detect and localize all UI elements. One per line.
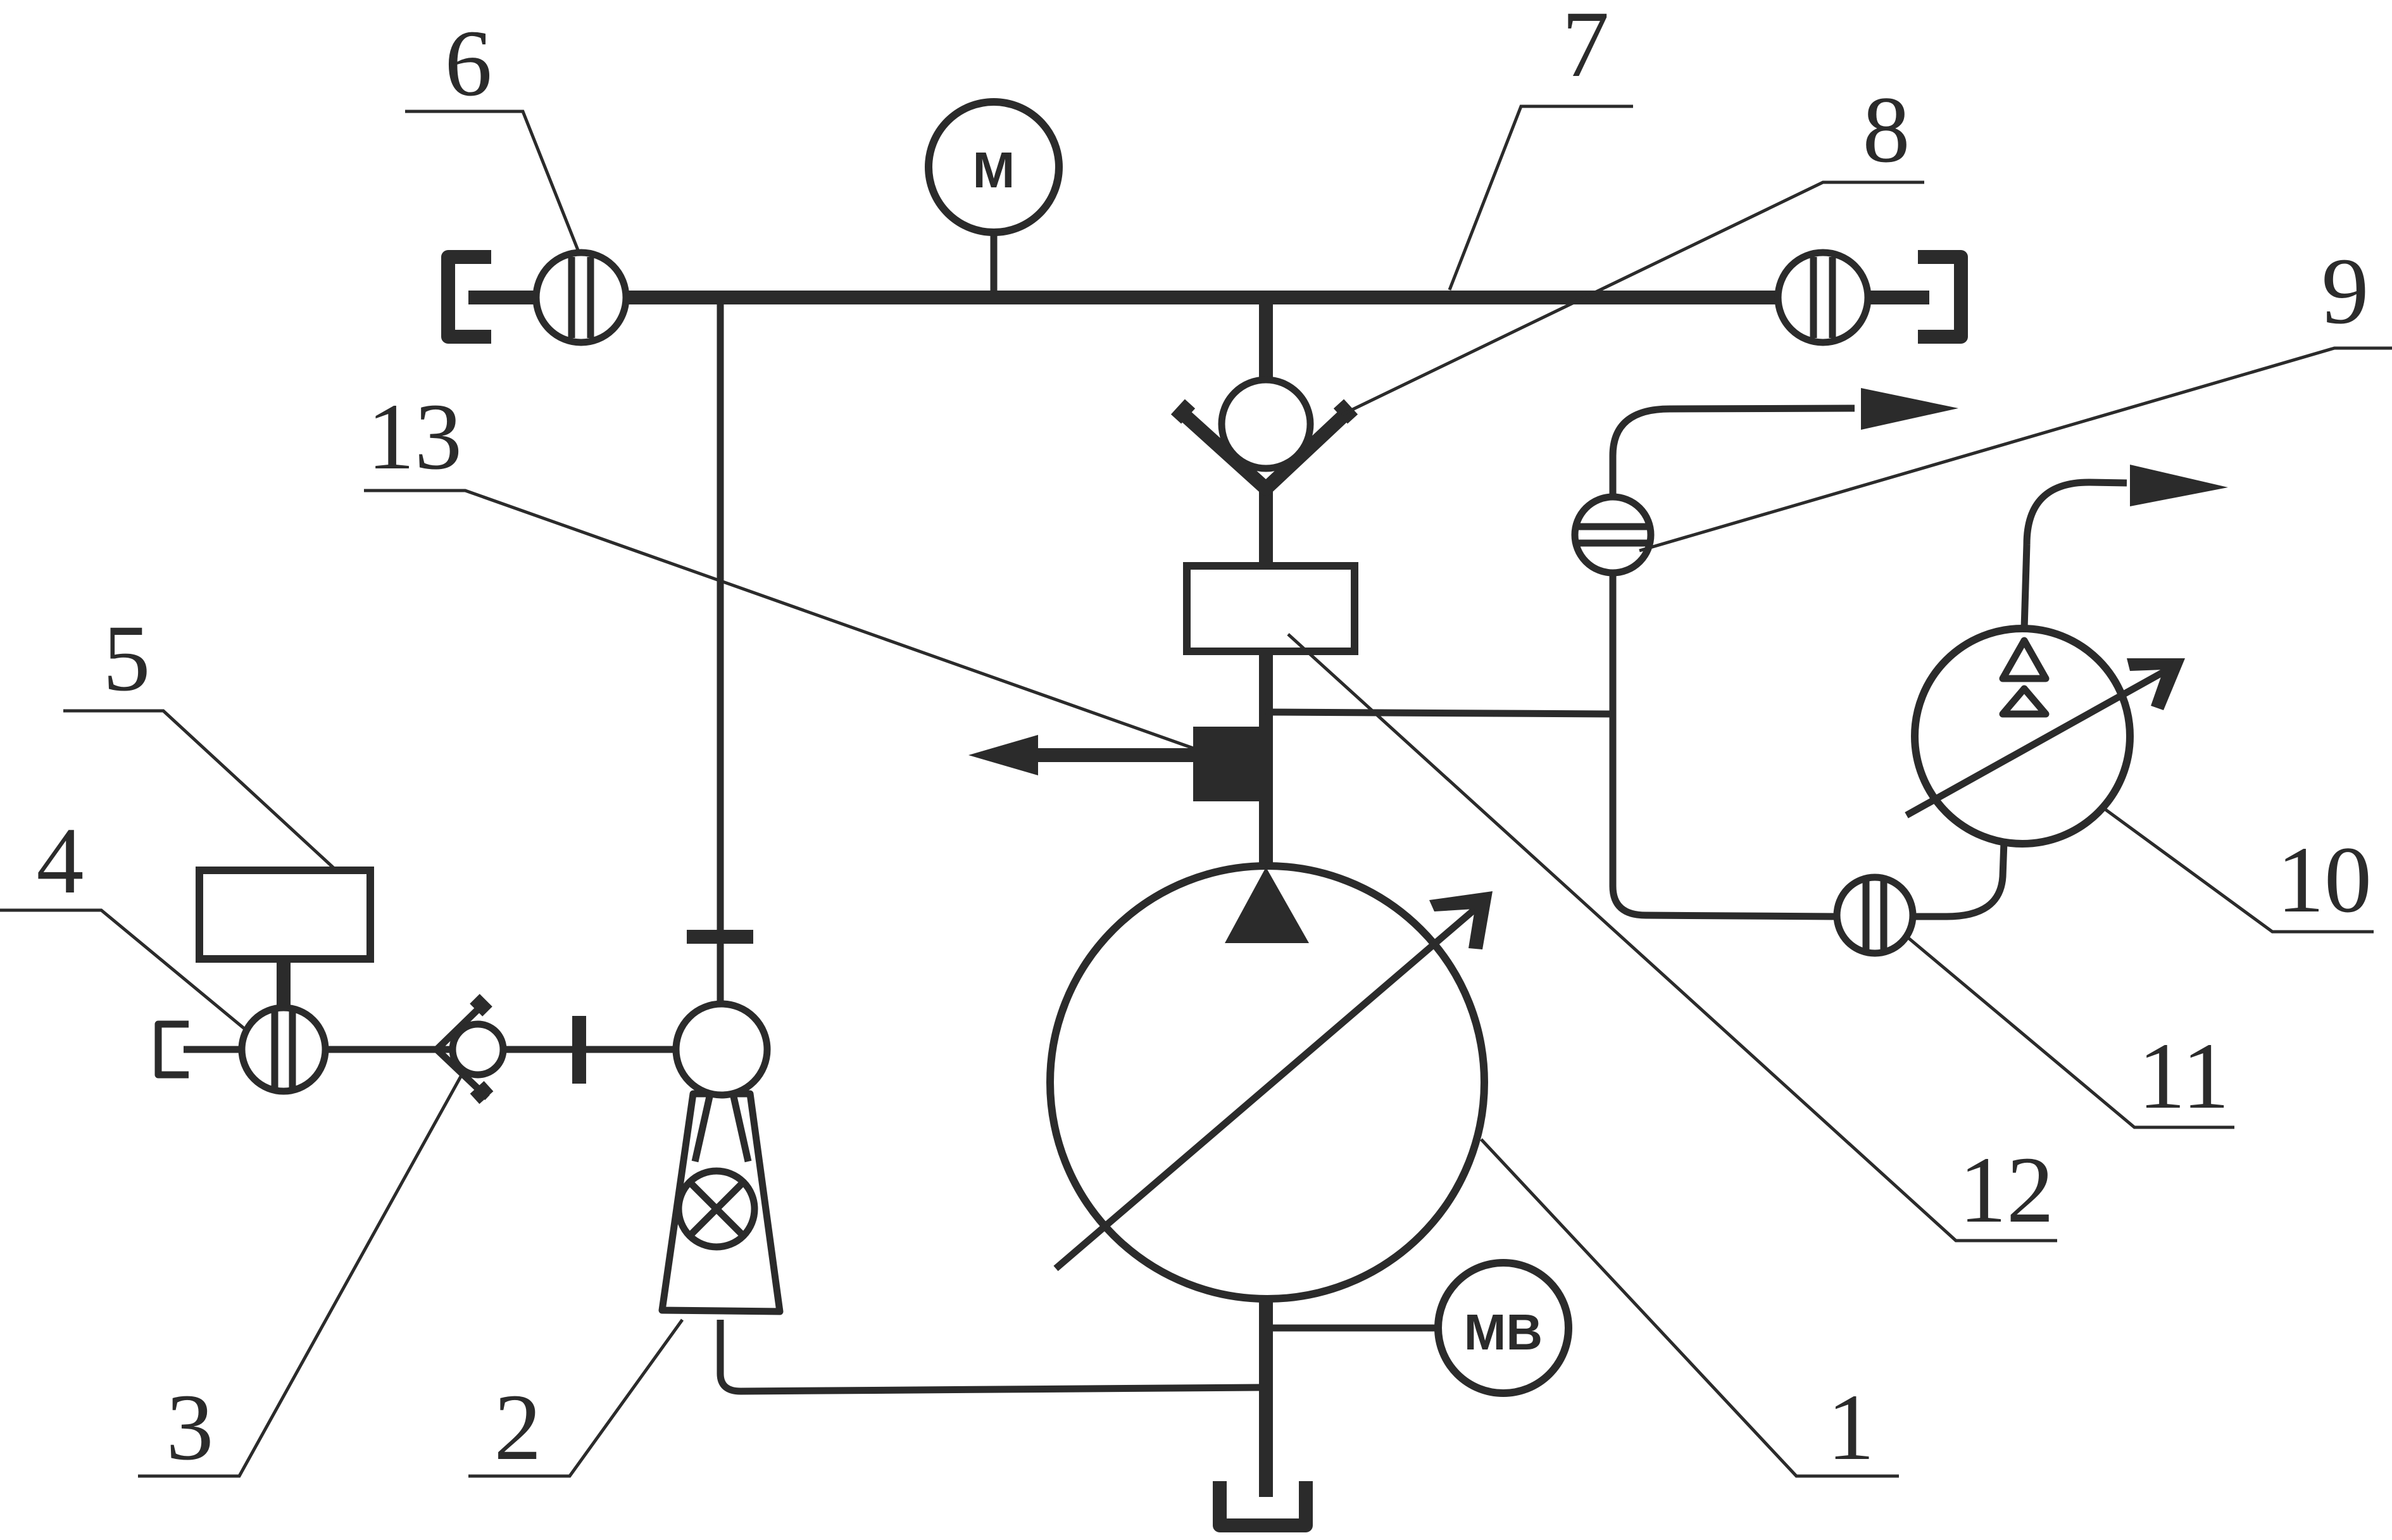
main-pressure-line	[468, 234, 1929, 304]
svg-text:M: M	[973, 142, 1015, 198]
pump-10	[1905, 465, 2228, 920]
label-3: 3	[166, 1375, 214, 1480]
flow-meter-12	[1183, 562, 1358, 655]
right-branch-line	[1265, 388, 1958, 920]
valve-11	[1833, 873, 1917, 957]
label-6: 6	[445, 11, 492, 116]
ejector-2	[658, 1000, 784, 1315]
left-inlet-cap	[154, 1020, 189, 1079]
valve-9	[1571, 493, 1655, 577]
sampling-valve-13	[968, 727, 1262, 801]
check-valve-3	[434, 994, 507, 1105]
label-4: 4	[37, 808, 84, 913]
shutoff-valve-6	[532, 249, 630, 346]
suction-line	[1259, 1299, 1437, 1497]
label-12: 12	[1959, 1137, 2054, 1243]
label-2: 2	[494, 1375, 542, 1480]
shutoff-valve-4	[238, 1004, 329, 1095]
vacuum-gauge: MB	[1434, 1259, 1572, 1397]
svg-text:MB: MB	[1464, 1304, 1543, 1360]
callout-labels: 1 2 3 4 5 6 7 8 9 10 11 12 13	[37, 0, 2372, 1480]
label-11: 11	[2138, 1024, 2229, 1129]
right-shutoff-valve	[1774, 249, 1872, 346]
tank	[1213, 1481, 1313, 1532]
leader-lines	[0, 104, 2392, 1478]
label-5: 5	[103, 606, 151, 711]
left-outlet-cap	[441, 250, 491, 344]
priming-pipe	[687, 297, 1260, 1395]
device-5	[196, 867, 374, 1009]
main-pump-1	[1046, 862, 1493, 1303]
pressure-gauge: M	[925, 98, 1063, 236]
label-8: 8	[1863, 77, 1910, 182]
label-9: 9	[2322, 239, 2369, 344]
label-10: 10	[2277, 827, 2372, 932]
check-valve-8	[1170, 376, 1358, 496]
label-7: 7	[1562, 0, 1610, 97]
label-1: 1	[1827, 1375, 1875, 1480]
label-13: 13	[367, 384, 462, 489]
right-outlet-cap	[1918, 250, 1968, 344]
